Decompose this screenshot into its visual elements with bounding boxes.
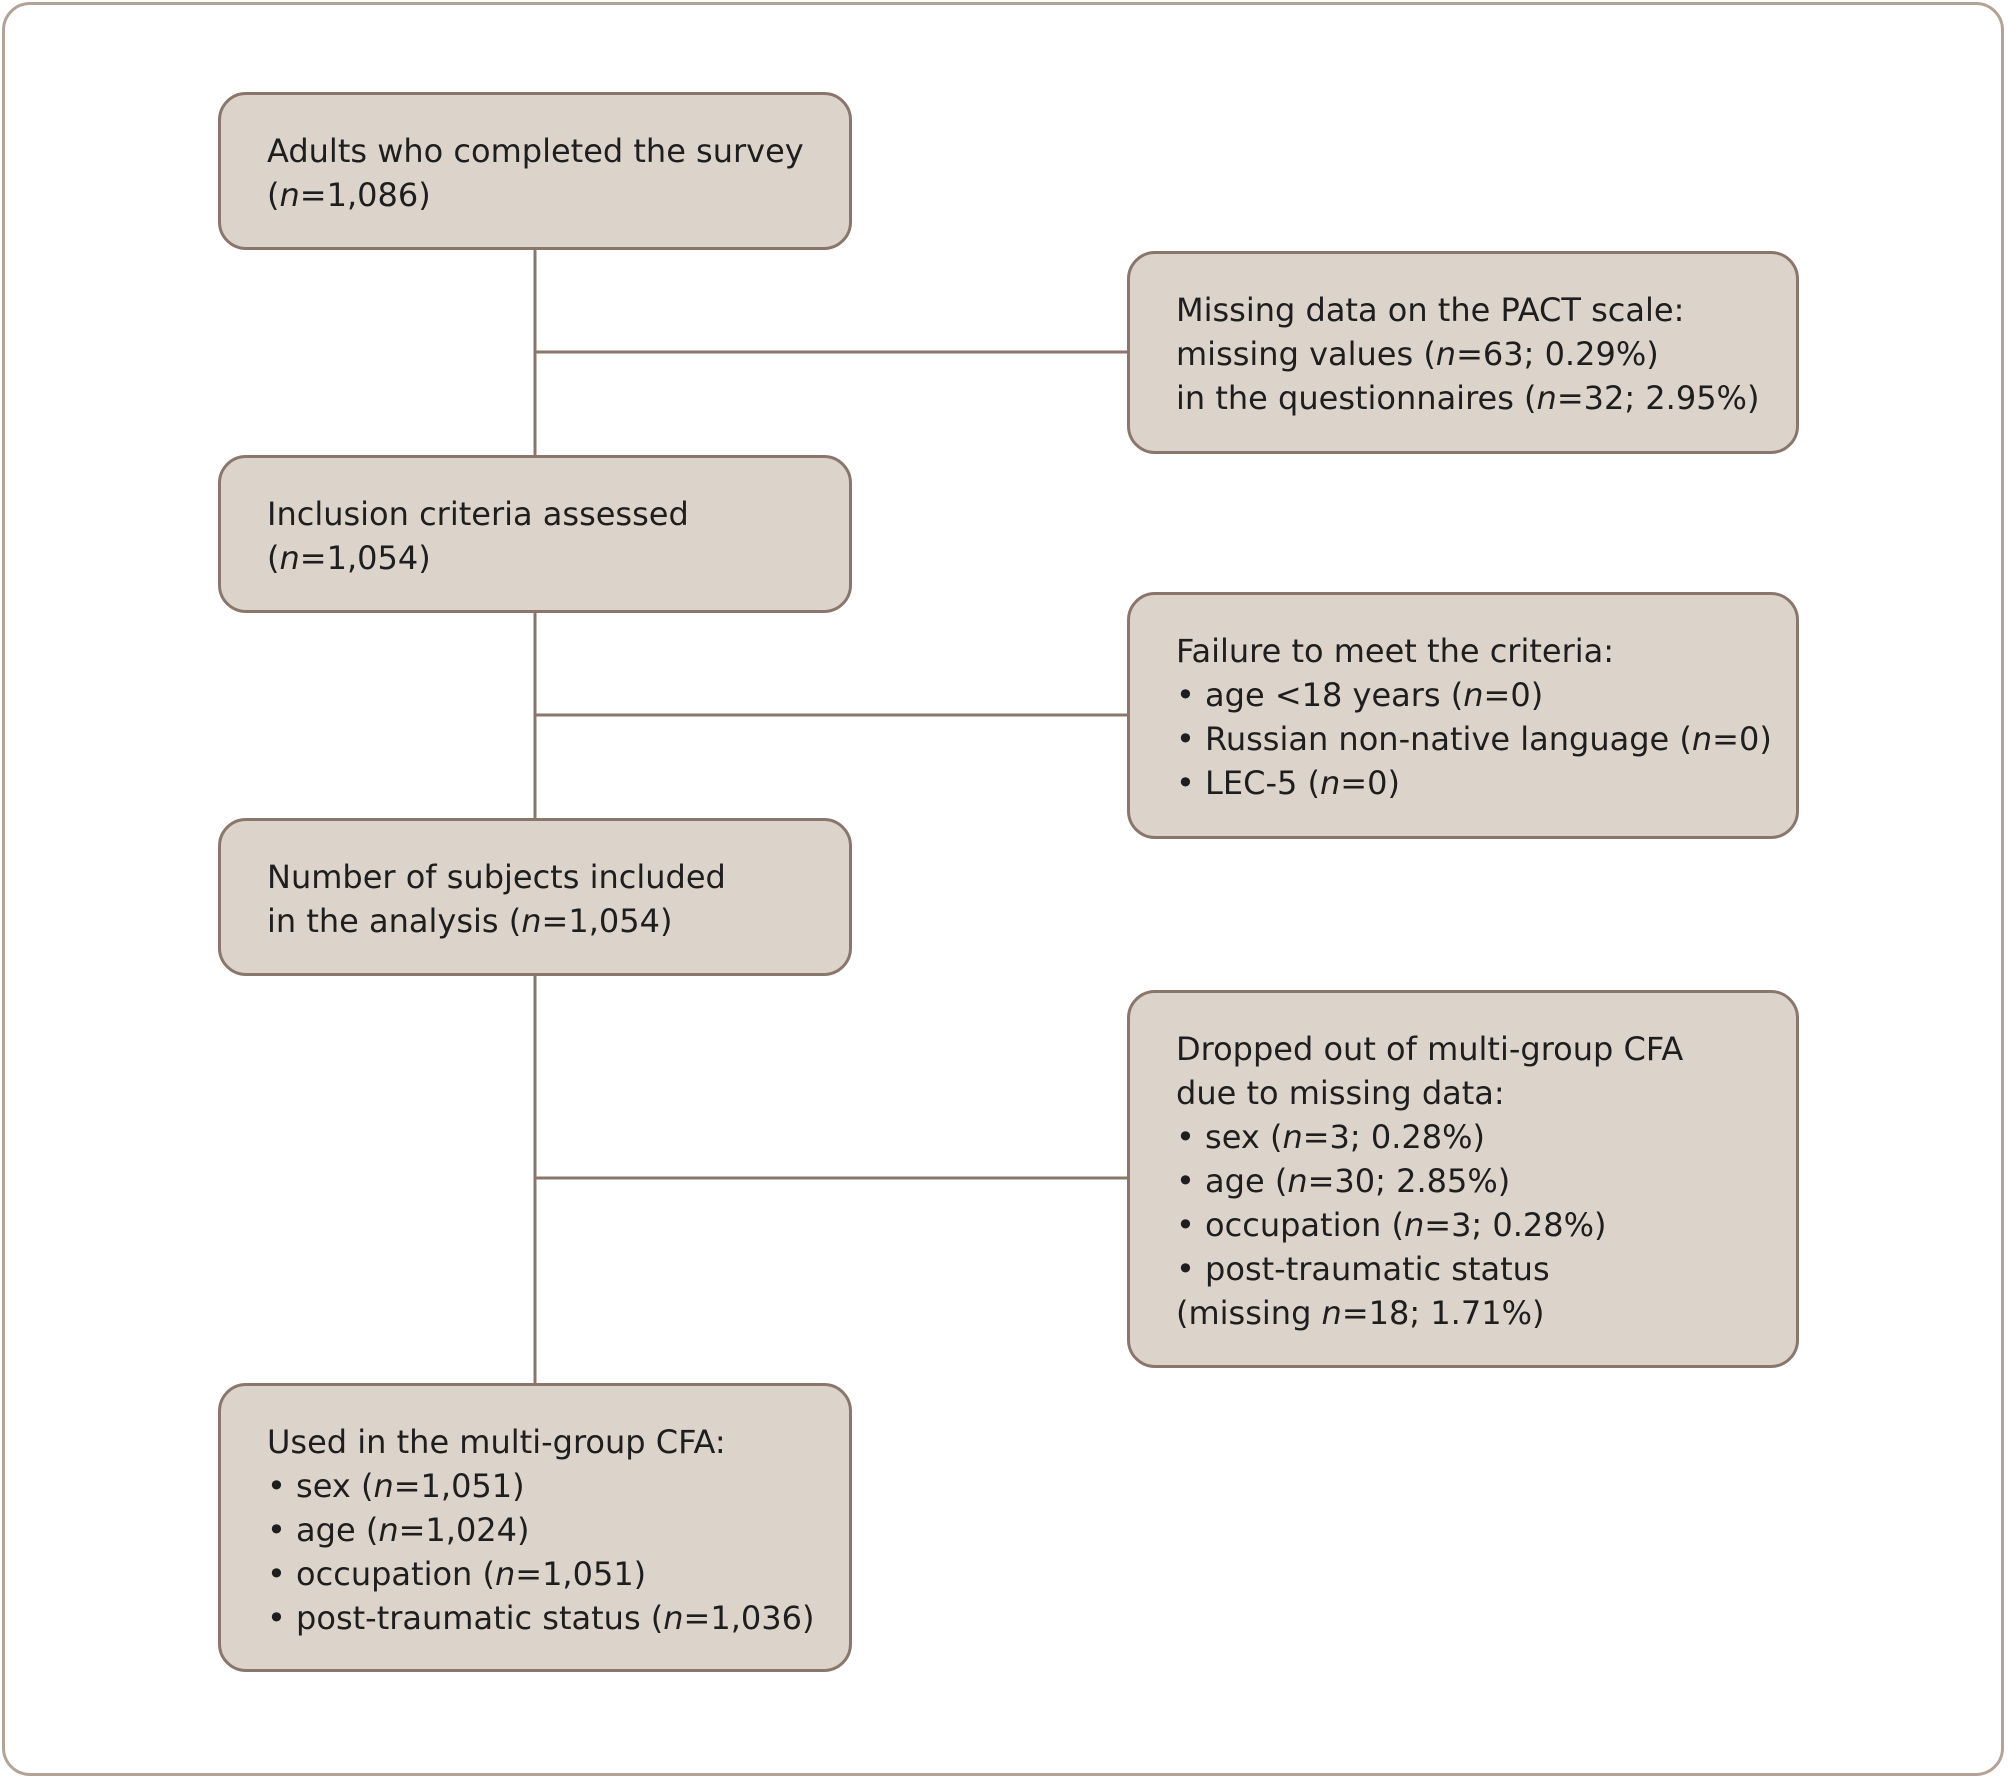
box-text-line: • age (n=30; 2.85%) <box>1176 1159 1750 1203</box>
box-text-line: • post-traumatic status <box>1176 1247 1750 1291</box>
italic-n-label: n <box>378 1511 399 1549</box>
italic-n-label: n <box>663 1599 684 1637</box>
italic-n-label: n <box>279 539 300 577</box>
italic-n-label: n <box>1403 1206 1425 1244</box>
line-text: =32; 2.95%) <box>1556 379 1760 417</box>
used-in-cfa-box: Used in the multi-group CFA:• sex (n=1,0… <box>218 1383 852 1672</box>
box-text-line: in the analysis (n=1,054) <box>267 899 803 943</box>
box-text-line: Number of subjects included <box>267 855 803 899</box>
italic-n-label: n <box>1691 720 1713 758</box>
line-text: Dropped out of multi-group CFA <box>1176 1030 1684 1068</box>
line-text: • sex ( <box>267 1467 374 1505</box>
box-text-line: Failure to meet the criteria: <box>1176 629 1750 673</box>
box-text-line: • age <18 years (n=0) <box>1176 673 1750 717</box>
line-text: • age ( <box>1176 1162 1288 1200</box>
box-text-line: in the questionnaires (n=32; 2.95%) <box>1176 376 1759 420</box>
line-text: ( <box>267 176 280 214</box>
box-text-line: (missing n=18; 1.71%) <box>1176 1291 1750 1335</box>
box-text-line: • age (n=1,024) <box>267 1508 803 1552</box>
criteria-failure-box: Failure to meet the criteria:• age <18 y… <box>1127 592 1799 839</box>
italic-n-label: n <box>1463 676 1484 714</box>
line-text: ( <box>267 539 280 577</box>
italic-n-label: n <box>1321 1294 1342 1332</box>
line-text: missing values ( <box>1176 335 1436 373</box>
box-text-line: Used in the multi-group CFA: <box>267 1420 803 1464</box>
line-text: in the analysis ( <box>267 902 522 940</box>
box-text-line: • sex (n=3; 0.28%) <box>1176 1115 1750 1159</box>
box-text-line: missing values (n=63; 0.29%) <box>1176 332 1750 376</box>
line-text: =3; 0.28%) <box>1424 1206 1607 1244</box>
line-text: • sex ( <box>1176 1118 1283 1156</box>
line-text: Adults who completed the survey <box>267 132 804 170</box>
italic-n-label: n <box>279 176 300 214</box>
line-text: in the questionnaires ( <box>1176 379 1537 417</box>
box-text-line: Dropped out of multi-group CFA <box>1176 1027 1750 1071</box>
italic-n-label: n <box>521 902 542 940</box>
italic-n-label: n <box>1287 1162 1308 1200</box>
box-text-line: • post-traumatic status (n=1,036) <box>267 1596 814 1640</box>
line-text: Failure to meet the criteria: <box>1176 632 1615 670</box>
line-text: Missing data on the PACT scale: <box>1176 291 1685 329</box>
line-text: =0) <box>1340 764 1400 802</box>
line-text: (missing <box>1176 1294 1322 1332</box>
inclusion-criteria-box: Inclusion criteria assessed(n=1,054) <box>218 455 852 613</box>
box-text-line: • sex (n=1,051) <box>267 1464 803 1508</box>
completed-survey-box: Adults who completed the survey(n=1,086) <box>218 92 852 250</box>
box-text-line: due to missing data: <box>1176 1071 1750 1115</box>
line-text: =1,051) <box>515 1555 647 1593</box>
line-text: • age ( <box>267 1511 379 1549</box>
italic-n-label: n <box>1320 764 1341 802</box>
box-text-line: (n=1,086) <box>267 173 803 217</box>
box-text-line: • occupation (n=1,051) <box>267 1552 803 1596</box>
line-text: due to missing data: <box>1176 1074 1505 1112</box>
line-text: • Russian non-native language ( <box>1176 720 1692 758</box>
line-text: =1,024) <box>398 1511 530 1549</box>
italic-n-label: n <box>1282 1118 1303 1156</box>
line-text: =63; 0.29%) <box>1456 335 1659 373</box>
line-text: • age <18 years ( <box>1176 676 1464 714</box>
line-text: =1,086) <box>299 176 431 214</box>
line-text: =30; 2.85%) <box>1307 1162 1511 1200</box>
line-text: =1,051) <box>393 1467 525 1505</box>
italic-n-label: n <box>494 1555 516 1593</box>
line-text: Inclusion criteria assessed <box>267 495 689 533</box>
box-text-line: Adults who completed the survey <box>267 129 804 173</box>
line-text: • post-traumatic status ( <box>267 1599 664 1637</box>
missing-data-box: Missing data on the PACT scale:missing v… <box>1127 251 1799 454</box>
line-text: • occupation ( <box>267 1555 495 1593</box>
box-text-line: Inclusion criteria assessed <box>267 492 803 536</box>
line-text: =0) <box>1483 676 1544 714</box>
line-text: • occupation ( <box>1176 1206 1404 1244</box>
box-text-line: (n=1,054) <box>267 536 803 580</box>
line-text: =1,054) <box>541 902 673 940</box>
line-text: • post-traumatic status <box>1176 1250 1550 1288</box>
line-text: =18; 1.71%) <box>1341 1294 1545 1332</box>
line-text: =1,054) <box>299 539 431 577</box>
line-text: =0) <box>1712 720 1772 758</box>
dropped-out-box: Dropped out of multi-group CFA due to mis… <box>1127 990 1799 1368</box>
line-text: • LEC-5 ( <box>1176 764 1320 802</box>
line-text: Used in the multi-group CFA: <box>267 1423 726 1461</box>
box-text-line: Missing data on the PACT scale: <box>1176 288 1750 332</box>
italic-n-label: n <box>1536 379 1557 417</box>
line-text: Number of subjects included <box>267 858 726 896</box>
box-text-line: • occupation (n=3; 0.28%) <box>1176 1203 1750 1247</box>
italic-n-label: n <box>1435 335 1457 373</box>
line-text: =1,036) <box>683 1599 815 1637</box>
line-text: =3; 0.28%) <box>1302 1118 1485 1156</box>
box-text-line: • LEC-5 (n=0) <box>1176 761 1750 805</box>
box-text-line: • Russian non-native language (n=0) <box>1176 717 1772 761</box>
italic-n-label: n <box>373 1467 394 1505</box>
